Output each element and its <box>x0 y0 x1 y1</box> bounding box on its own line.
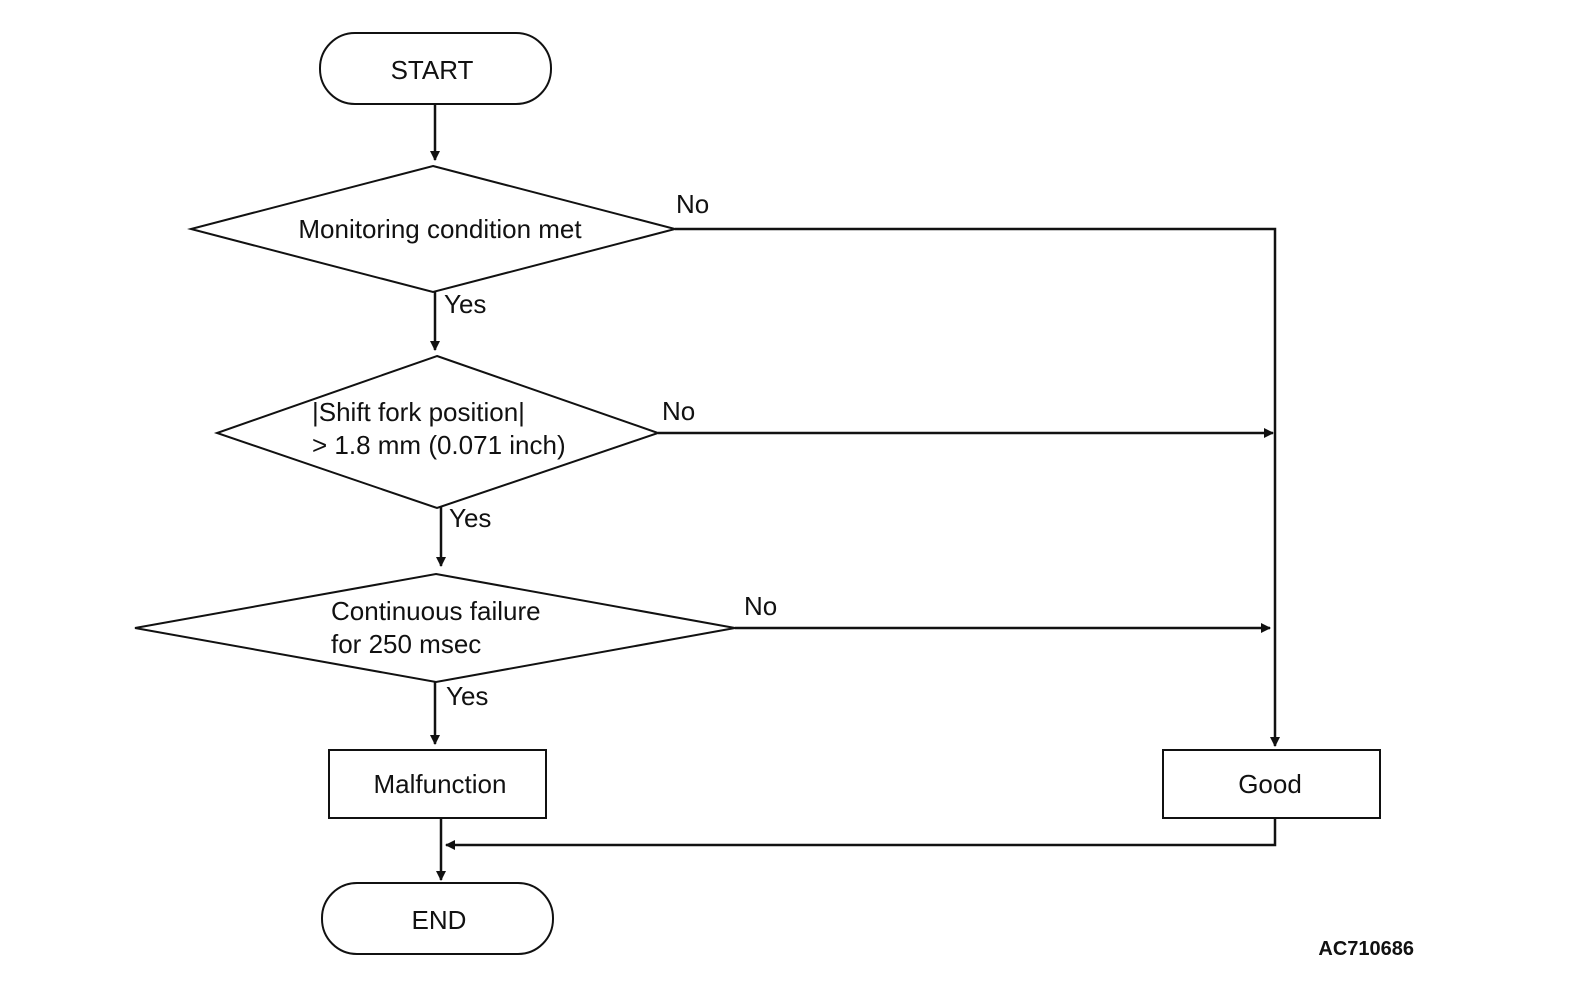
good-box <box>1162 749 1381 819</box>
shift-yes-label: Yes <box>449 503 491 533</box>
figure-code: AC710686 <box>1318 938 1414 960</box>
monitoring-decision <box>187 164 679 294</box>
edge-good-to-end <box>445 818 1277 850</box>
shift-fork-label-line2: > 1.8 mm (0.071 inch) <box>312 430 566 460</box>
malfunction-label: Malfunction <box>374 769 507 799</box>
continuous-label-line2: for 250 msec <box>331 629 481 659</box>
monitoring-label: Monitoring condition met <box>298 214 582 244</box>
malfunction-box <box>328 749 547 819</box>
shift-no-label: No <box>662 396 695 426</box>
continuous-label-line1: Continuous failure <box>331 596 541 626</box>
start-node <box>319 32 552 105</box>
continuous-no-label: No <box>744 591 777 621</box>
continuous-yes-label: Yes <box>446 681 488 711</box>
edge-monitoring-no <box>675 227 1280 747</box>
end-node <box>321 882 554 955</box>
good-label: Good <box>1238 769 1302 799</box>
monitoring-yes-label: Yes <box>444 289 486 319</box>
end-label: END <box>412 905 467 935</box>
start-label: START <box>391 55 474 85</box>
monitoring-no-label: No <box>676 189 709 219</box>
continuous-failure-decision <box>134 572 736 684</box>
shift-fork-decision <box>213 354 662 510</box>
shift-fork-label-line1: |Shift fork position| <box>312 397 525 427</box>
